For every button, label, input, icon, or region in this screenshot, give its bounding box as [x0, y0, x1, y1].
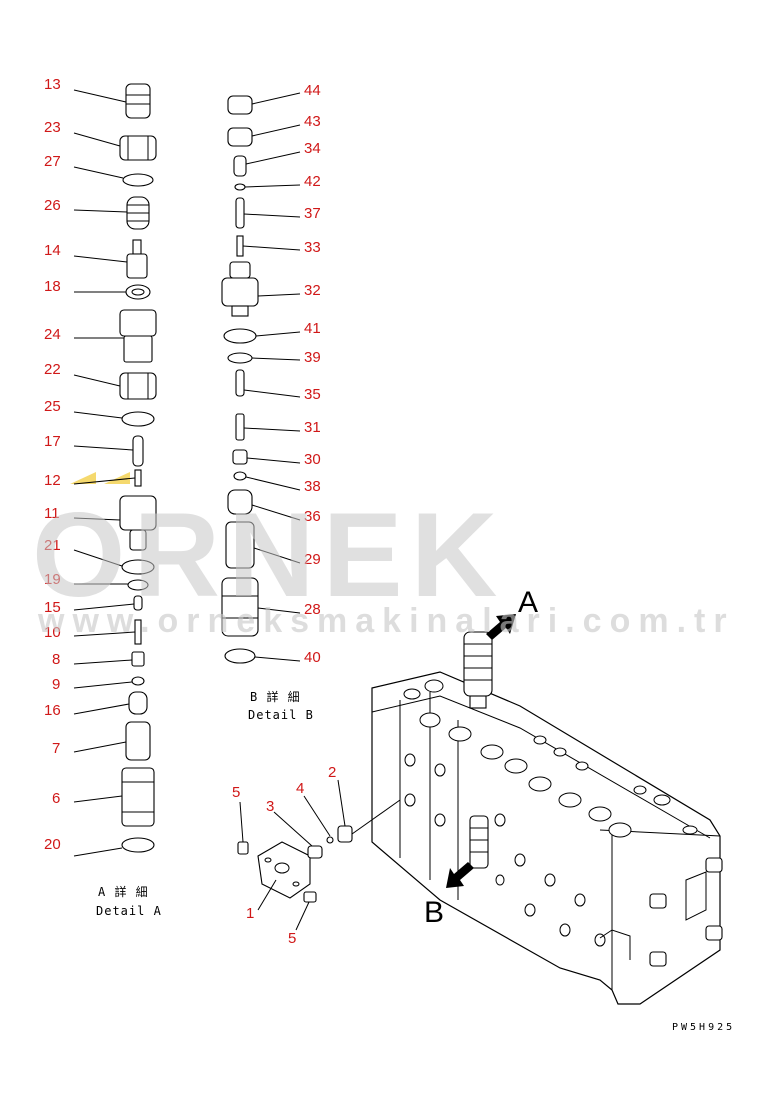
detail-a-caption-jp: A 詳 細	[98, 884, 149, 899]
label-14: 14	[44, 242, 61, 259]
label-4: 4	[296, 780, 304, 797]
control-valve-block	[371, 671, 723, 1005]
detail-a-labels: 13 23 27 26 14 18 24 22 25 17 12 11 21 1…	[44, 76, 61, 853]
watermark-url: www.orneksmakinalari.com.tr	[37, 602, 735, 640]
label-40: 40	[304, 649, 321, 666]
flange-parts	[237, 799, 401, 903]
label-24: 24	[44, 326, 61, 343]
label-25: 25	[44, 398, 61, 415]
label-33: 33	[304, 239, 321, 256]
label-23: 23	[44, 119, 61, 136]
label-3: 3	[266, 798, 274, 815]
label-2: 2	[328, 764, 336, 781]
label-22: 22	[44, 361, 61, 378]
label-28: 28	[304, 601, 321, 618]
label-13: 13	[44, 76, 61, 93]
label-44: 44	[304, 82, 321, 99]
label-43: 43	[304, 113, 321, 130]
label-39: 39	[304, 349, 321, 366]
label-12: 12	[44, 472, 61, 489]
leader-lines	[73, 89, 301, 857]
label-5-bottom: 5	[288, 930, 296, 947]
label-30: 30	[304, 451, 321, 468]
label-32: 32	[304, 282, 321, 299]
cartridge-b	[469, 815, 489, 869]
label-27: 27	[44, 153, 61, 170]
label-29: 29	[304, 551, 321, 568]
cartridge-a	[463, 631, 493, 709]
view-b-label: B	[424, 896, 444, 929]
watermark-brand: ORNEK	[32, 488, 505, 622]
label-10: 10	[44, 624, 61, 641]
label-26: 26	[44, 197, 61, 214]
label-35: 35	[304, 386, 321, 403]
label-15: 15	[44, 599, 61, 616]
label-31: 31	[304, 419, 321, 436]
label-38: 38	[304, 478, 321, 495]
label-11: 11	[44, 505, 60, 522]
flange-leaders	[239, 779, 346, 931]
label-37: 37	[304, 205, 321, 222]
label-19: 19	[44, 571, 61, 588]
label-16: 16	[44, 702, 61, 719]
detail-a-parts	[70, 83, 157, 853]
label-1: 1	[246, 905, 254, 922]
drawing-code: PW5H925	[672, 1022, 735, 1033]
label-9: 9	[52, 676, 60, 693]
label-6: 6	[52, 790, 60, 807]
detail-b-labels: 44 43 34 42 37 33 32 41 39 35 31 30 38 3…	[304, 82, 321, 666]
label-20: 20	[44, 836, 61, 853]
label-34: 34	[304, 140, 321, 157]
detail-b-caption-jp: B 詳 細	[250, 689, 301, 704]
label-36: 36	[304, 508, 321, 525]
label-5-top: 5	[232, 784, 240, 801]
label-41: 41	[304, 320, 321, 337]
arrow-a-icon	[486, 614, 516, 640]
label-7: 7	[52, 740, 60, 757]
arrow-b-icon	[446, 862, 474, 888]
view-a-label: A	[518, 586, 538, 619]
label-8: 8	[52, 651, 60, 668]
label-17: 17	[44, 433, 61, 450]
detail-b-caption-en: Detail B	[248, 708, 314, 722]
assembly-labels: 1 2 3 4 5 5	[232, 764, 336, 947]
label-42: 42	[304, 173, 321, 190]
label-21: 21	[44, 537, 61, 554]
detail-b-parts	[221, 95, 259, 664]
label-18: 18	[44, 278, 61, 295]
detail-a-caption-en: Detail A	[96, 904, 162, 918]
